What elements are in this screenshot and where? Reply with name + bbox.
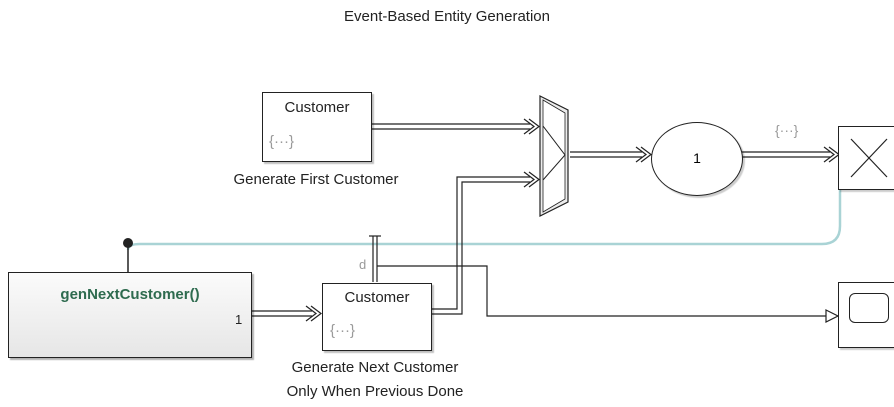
generator-entity-name: Customer	[344, 289, 410, 306]
entity-line-next[interactable]	[432, 171, 540, 315]
caption-generate-next-line2: Only When Previous Done	[286, 383, 464, 400]
entity-line-to-sink[interactable]	[742, 146, 840, 163]
generator-entity-name: Customer	[284, 99, 350, 116]
output-port-number: 1	[235, 312, 243, 327]
entity-server-block[interactable]: 1	[651, 122, 743, 196]
stateflow-chart-block[interactable]: genNextCustomer() 1	[8, 272, 252, 358]
path-combiner-block[interactable]	[539, 95, 569, 217]
entity-icon: {···}	[269, 133, 295, 150]
server-capacity: 1	[693, 150, 701, 166]
chart-function-name: genNextCustomer()	[60, 286, 200, 303]
entity-icon: {···}	[330, 322, 356, 339]
scope-screen-icon	[849, 293, 889, 323]
function-call-line[interactable]	[126, 188, 842, 251]
entity-line-to-server[interactable]	[570, 146, 652, 163]
entity-generator-first[interactable]: Customer {···}	[262, 92, 372, 162]
signal-line-d[interactable]	[369, 235, 826, 317]
scope-input-arrow	[825, 309, 840, 323]
caption-generate-next-line1: Generate Next Customer	[291, 359, 459, 376]
entity-terminator-block[interactable]	[838, 126, 894, 190]
entity-line-first[interactable]	[372, 118, 540, 135]
terminator-x-icon	[850, 138, 888, 178]
diagram-title: Event-Based Entity Generation	[344, 8, 550, 25]
caption-generate-first: Generate First Customer	[233, 171, 399, 188]
entity-generator-next[interactable]: Customer {···}	[322, 283, 432, 351]
scope-block[interactable]	[838, 282, 894, 348]
trigger-dot-icon	[123, 238, 133, 248]
wire-entity-label: {···}	[775, 122, 799, 138]
signal-tag-d: d	[359, 257, 367, 272]
entity-line-chart-to-gen[interactable]	[251, 305, 322, 322]
